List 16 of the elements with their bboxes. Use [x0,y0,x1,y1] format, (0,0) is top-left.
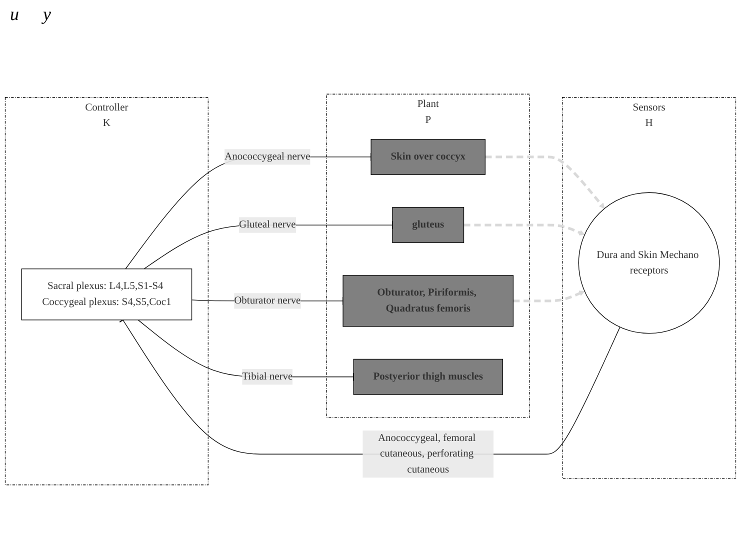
edge-label: Gluteal nerve [239,219,296,230]
edge-label: Anococcygeal nerve [224,151,310,162]
node-box: Postyerior thigh muscles [353,358,503,395]
node-box: Sacral plexus: L4,L5,S1-S4 Coccygeal plexus: S4,S5,Coc1 [21,268,192,320]
arrow [485,156,605,209]
node-box: Obturator, Piriformis, Quadratus femoris [342,275,514,327]
signal-label: u [10,4,19,25]
signal-label: y [43,4,51,25]
edge-label: Obturator nerve [234,295,301,306]
node-box: gluteus [392,207,464,244]
edge-label: Anococcygeal, femoral cutaneous, perforating cutaneous [378,432,476,476]
arrow [513,290,585,302]
edge-label: Tibial nerve [242,370,293,382]
arrow [464,224,585,236]
node-box: Skin over coccyx [370,138,486,175]
node-circle: Dura and Skin Mechano receptors [578,192,720,334]
